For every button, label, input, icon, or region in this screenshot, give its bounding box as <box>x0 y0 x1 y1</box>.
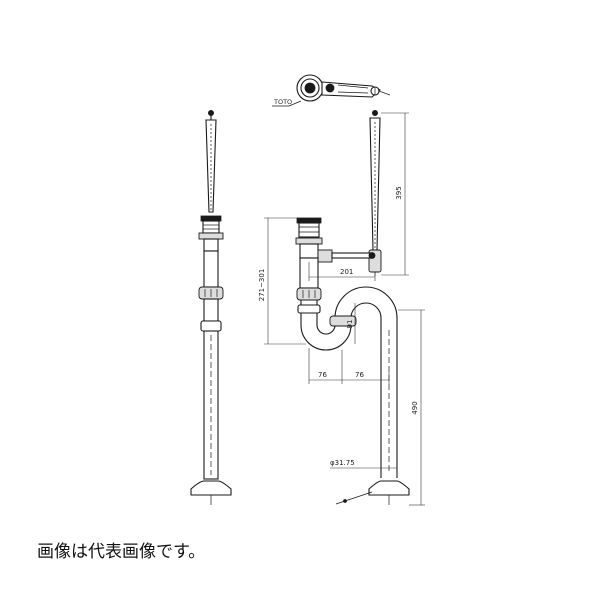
side-drain-flange <box>296 217 322 224</box>
front-drain-pipe <box>203 330 219 480</box>
front-tailpiece <box>203 250 219 288</box>
dim-left-offset: 76 <box>318 371 327 379</box>
side-view <box>295 110 410 505</box>
dim-horizontal-reach: 201 <box>340 268 353 276</box>
side-s-trap <box>300 300 382 478</box>
side-floor-flange <box>368 480 410 496</box>
dim-pipe-height: 490 <box>411 401 419 414</box>
front-view <box>190 110 232 505</box>
top-view-detail <box>272 74 391 107</box>
dim-right-offset: 76 <box>355 371 364 379</box>
front-drain-flange <box>200 215 222 222</box>
dim-rod-length: 395 <box>395 186 403 199</box>
side-trap-nut <box>329 315 357 327</box>
front-floor-flange <box>190 480 232 496</box>
dimension-lines <box>264 112 425 506</box>
caption-text: 画像は代表画像です。 <box>37 542 206 562</box>
dim-height-range: 271~301 <box>258 269 266 302</box>
front-rod-knob <box>207 110 214 117</box>
side-pivot-housing <box>317 249 333 263</box>
side-pivot-lever <box>331 252 373 259</box>
dim-trap-depth: 91 <box>346 320 354 329</box>
dim-pipe-diameter: φ31.75 <box>330 459 355 467</box>
brand-label: TOTO <box>273 98 292 106</box>
